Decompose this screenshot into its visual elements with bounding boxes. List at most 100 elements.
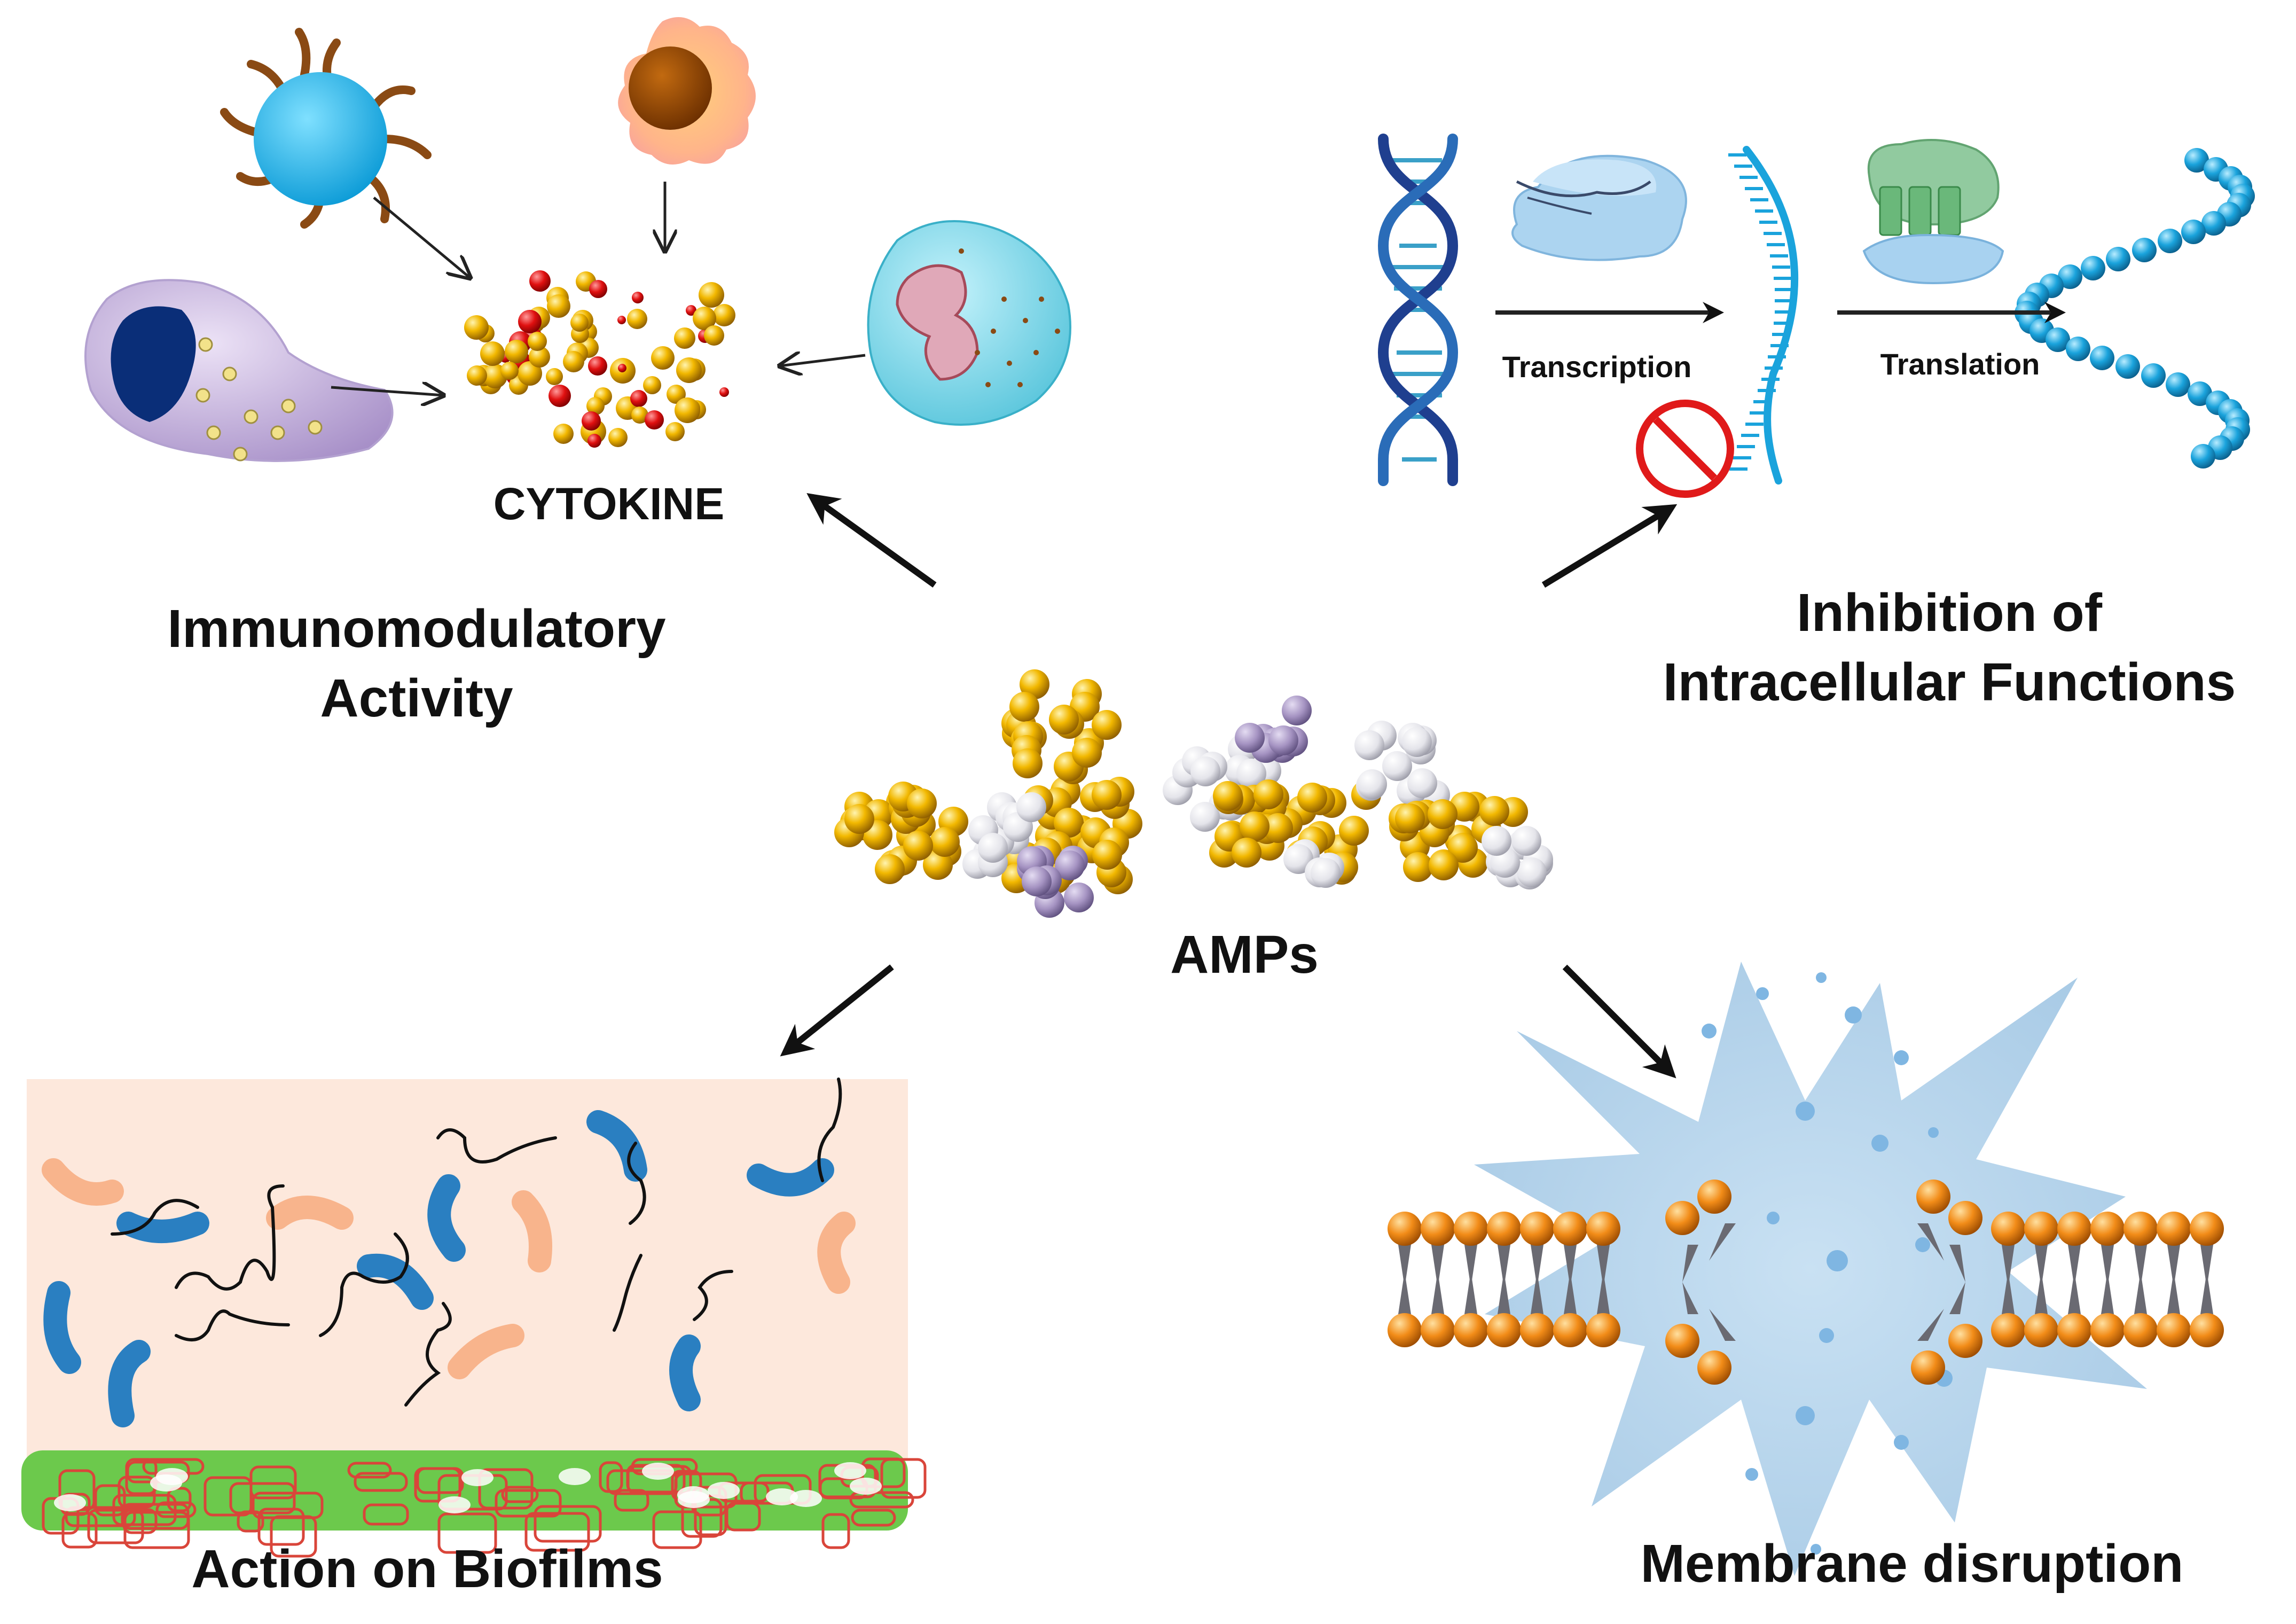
neutrophil-icon xyxy=(867,220,1071,426)
lipid-tail xyxy=(1564,1271,1577,1314)
lipid-tail xyxy=(1682,1282,1698,1314)
lipid-head xyxy=(1421,1212,1455,1246)
cytokine-gold-particle xyxy=(713,304,735,326)
amps-label: AMPs xyxy=(1170,925,1319,985)
amp-atom xyxy=(1407,768,1437,798)
bacterium-rod xyxy=(266,1196,354,1230)
lipid-head xyxy=(1520,1212,1554,1246)
amp-atom xyxy=(907,788,937,818)
lipid-tail xyxy=(2068,1245,2081,1287)
amp-atom xyxy=(1283,844,1313,874)
cytokine-red-particle xyxy=(587,434,601,448)
amp-atom xyxy=(1297,783,1327,813)
lipid-head xyxy=(1948,1324,1982,1358)
amp-atom xyxy=(844,804,874,834)
lipid-tail xyxy=(1498,1271,1510,1314)
amp-atom xyxy=(1232,838,1261,868)
amp-atom xyxy=(1190,756,1220,786)
amino-acid-bead xyxy=(2181,220,2206,244)
amp-atom xyxy=(1253,779,1283,809)
lipid-head xyxy=(1421,1313,1455,1347)
lipid-tail xyxy=(2101,1271,2114,1314)
cytokine-gold-particle xyxy=(675,397,700,423)
lipid-tail xyxy=(2200,1271,2213,1314)
lipid-tail xyxy=(1398,1245,1411,1287)
lipid-head xyxy=(2057,1212,2091,1246)
amp-atom xyxy=(1236,759,1266,788)
lipid-tail xyxy=(1531,1245,1543,1287)
cytokine-gold-particle xyxy=(467,365,487,386)
lipid-tail xyxy=(1709,1223,1736,1261)
bacterium-rod xyxy=(357,1253,434,1310)
cytokine-particles xyxy=(464,270,735,448)
lipid-head xyxy=(1991,1313,2025,1347)
amp-atom xyxy=(923,850,953,880)
cytokine-gold-particle xyxy=(693,307,716,330)
amp-atom xyxy=(1448,833,1478,863)
amp-atom xyxy=(1282,696,1312,725)
lipid-tail xyxy=(2134,1245,2147,1287)
lipid-head xyxy=(1665,1201,1699,1235)
cytokine-gold-particle xyxy=(608,428,628,447)
lipid-head xyxy=(1553,1212,1587,1246)
bacterium-rod xyxy=(448,1324,524,1379)
amp-atom xyxy=(1054,808,1084,838)
amino-acid-bead xyxy=(2115,354,2140,379)
amp-atom xyxy=(1263,813,1293,843)
amp-atom xyxy=(1064,883,1094,912)
lipid-head xyxy=(1487,1313,1521,1347)
lipid-head xyxy=(1487,1212,1521,1246)
lipid-head xyxy=(2057,1313,2091,1347)
amp-atom xyxy=(1479,796,1509,826)
bacteria-icon xyxy=(42,1110,856,1427)
lipid-tail xyxy=(2200,1245,2213,1287)
lipid-tail xyxy=(1464,1271,1477,1314)
lipid-head xyxy=(2123,1212,2158,1246)
lipid-tail xyxy=(2002,1245,2015,1287)
cytokine-red-particle xyxy=(529,270,551,292)
cytokine-gold-particle xyxy=(547,294,570,318)
lipid-tail xyxy=(1597,1245,1610,1287)
lipid-bilayer-icon xyxy=(1388,1180,2224,1385)
lipid-tail xyxy=(1498,1245,1510,1287)
amino-acid-bead xyxy=(2090,346,2114,370)
cytokine-red-particle xyxy=(588,356,607,376)
amp-atom xyxy=(1020,669,1049,699)
lipid-tail xyxy=(1431,1245,1444,1287)
bacterium-rod xyxy=(42,1158,124,1206)
lipid-head xyxy=(1586,1313,1620,1347)
amp-atom xyxy=(1429,850,1459,880)
dna-double-helix-icon xyxy=(1377,134,1459,486)
amp-atom xyxy=(930,827,960,857)
amino-acid-bead xyxy=(2046,327,2070,352)
amino-acid-bead xyxy=(2058,264,2082,289)
lipid-tail xyxy=(2167,1271,2180,1314)
lipid-tail xyxy=(1949,1245,1965,1282)
lipid-tail xyxy=(1917,1223,1944,1261)
cytokine-gold-particle xyxy=(699,282,724,308)
amp-atom xyxy=(1482,826,1511,856)
amino-acid-bead xyxy=(2201,211,2226,236)
lipid-head xyxy=(2190,1313,2224,1347)
amp-atom xyxy=(1016,792,1046,822)
amp-atom xyxy=(903,831,933,861)
lipid-tail xyxy=(2035,1245,2048,1287)
lipid-tail xyxy=(2167,1245,2180,1287)
bacterium-rod xyxy=(43,1281,81,1374)
amp-atom xyxy=(978,833,1008,863)
lipid-tail xyxy=(1597,1271,1610,1314)
lipid-head xyxy=(2123,1313,2158,1347)
cytokine-gold-particle xyxy=(704,325,724,346)
amp-atom xyxy=(1013,748,1043,778)
amino-acid-bead xyxy=(2141,363,2166,388)
cytokine-gold-particle xyxy=(643,376,661,394)
lipid-head xyxy=(2024,1212,2058,1246)
lipid-head xyxy=(2090,1212,2125,1246)
amp-atom xyxy=(1092,780,1122,810)
inhibition-title-line1: Inhibition of xyxy=(1796,583,2103,643)
cytokine-red-particle xyxy=(618,364,626,372)
amp-atom xyxy=(1395,803,1425,833)
amp-atom xyxy=(1072,738,1102,768)
amino-acid-bead xyxy=(2158,229,2182,253)
